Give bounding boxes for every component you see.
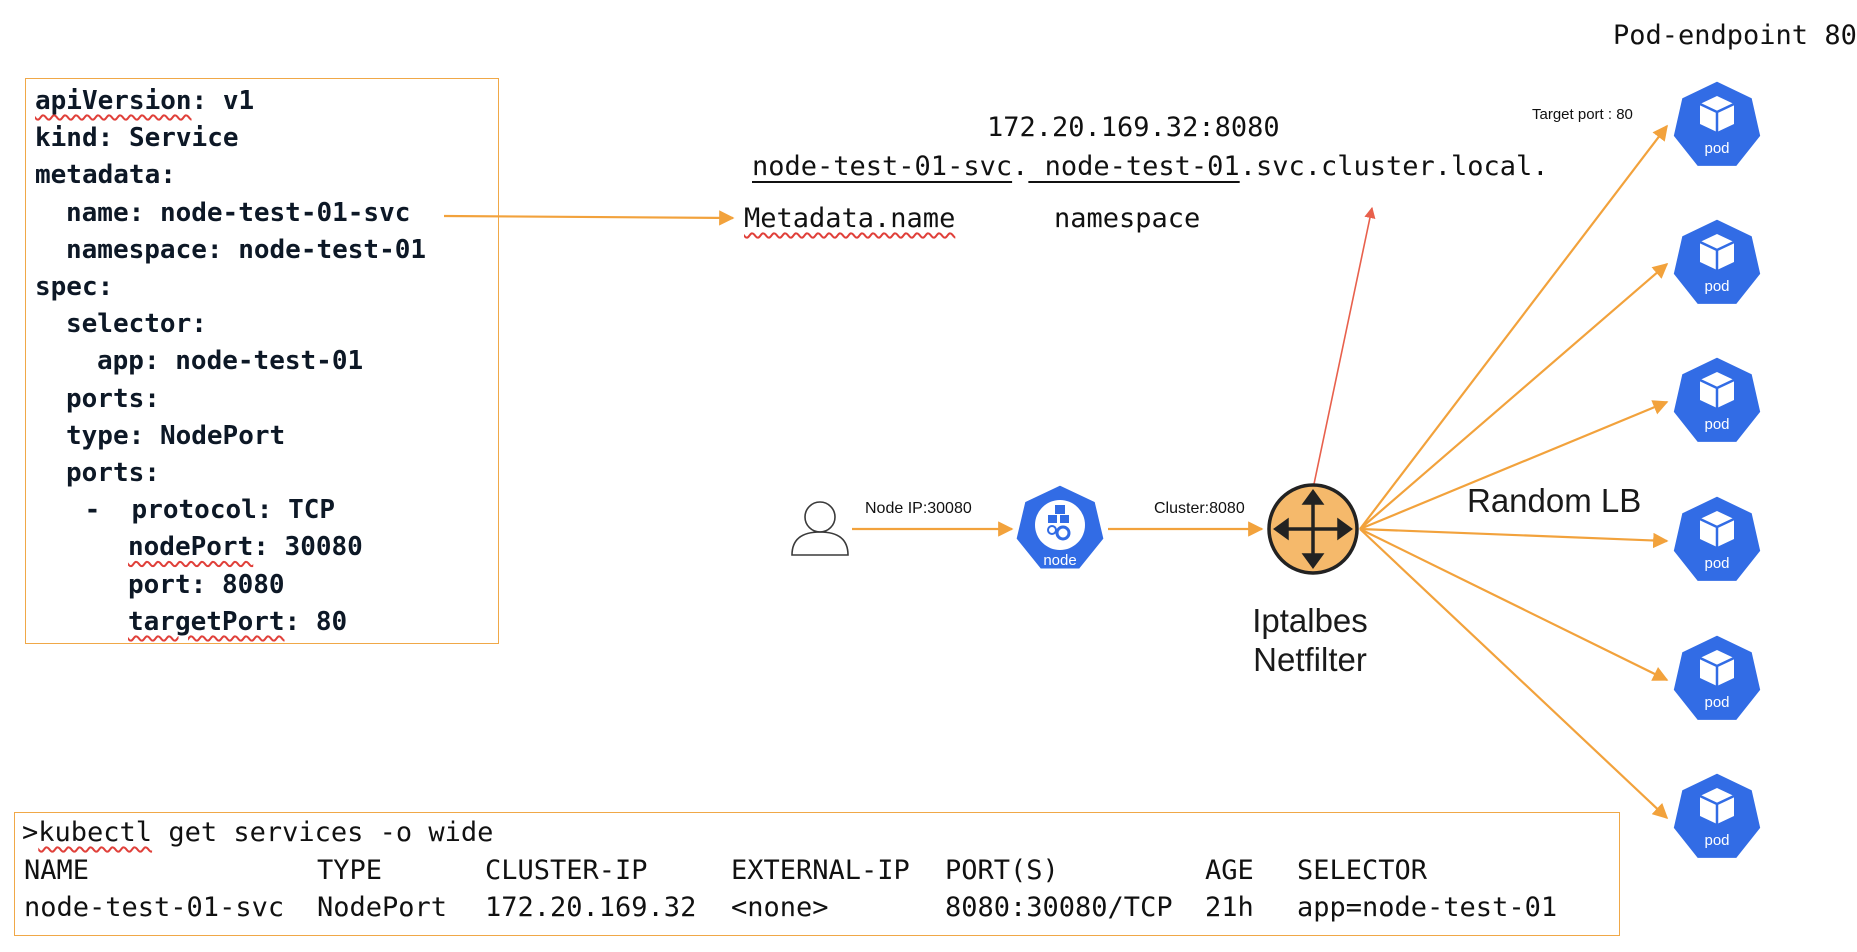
lb-arrow — [1359, 527, 1669, 549]
yaml-manifest-box — [25, 78, 499, 644]
pod-icon: pod — [1670, 632, 1764, 723]
yaml-value: NodePort — [159, 420, 286, 451]
table-cell: 8080:30080/TCP — [945, 892, 1173, 923]
yaml-key: type — [66, 420, 129, 451]
pod-icon: pod — [1670, 493, 1764, 584]
yaml-key: nodePort — [128, 532, 254, 563]
yaml-line: selector: — [66, 309, 207, 340]
table-header-cell: PORT(S) — [945, 855, 1059, 886]
service-dns-name: node-test-01-svc. node-test-01.svc.clust… — [752, 151, 1549, 182]
yaml-value: node-test-01-svc — [159, 197, 411, 228]
pod-column: pod pod pod pod pod pod — [1670, 78, 1764, 861]
yaml-line: targetPort: 80 — [128, 606, 348, 637]
yaml-value: node-test-01 — [175, 346, 364, 377]
lb-arrow — [1359, 400, 1669, 531]
dns-service-part: node-test-01-svc — [752, 151, 1013, 182]
yaml-key: apiVersion — [35, 86, 192, 116]
pod-label: pod — [1704, 278, 1729, 295]
cluster-port-label: Cluster:8080 — [1154, 500, 1245, 517]
target-port-label: Target port : 80 — [1532, 106, 1633, 123]
node-icon-text: node — [1043, 552, 1076, 569]
yaml-key: targetPort — [128, 606, 285, 637]
yaml-line: kind: Service — [35, 123, 239, 154]
yaml-line: ports: — [66, 458, 160, 488]
namespace-label: namespace — [1054, 203, 1201, 234]
yaml-line: spec: — [35, 272, 114, 302]
lb-arrow — [1359, 528, 1669, 681]
table-cell: node-test-01-svc — [24, 892, 285, 923]
yaml-key: selector — [66, 309, 192, 340]
yaml-key: name — [66, 197, 129, 228]
router-icon — [1267, 483, 1359, 575]
table-header-cell: CLUSTER-IP — [485, 855, 648, 886]
metadata-name-label: Metadata.name — [744, 203, 956, 234]
yaml-value: 80 — [315, 606, 348, 637]
yaml-key: ports — [66, 458, 145, 488]
router-label-line2: Netfilter — [1253, 641, 1367, 678]
dns-namespace-part: node-test-01 — [1028, 151, 1240, 182]
table-header-cell: EXTERNAL-IP — [731, 855, 910, 886]
kubectl-command: >kubectl get services -o wide — [22, 817, 494, 848]
pod-icon: pod — [1670, 78, 1764, 169]
table-cell: <none> — [731, 892, 829, 923]
yaml-value: Service — [128, 123, 239, 154]
yaml-line: port: 8080 — [128, 569, 285, 600]
yaml-line: metadata: — [35, 160, 176, 191]
name-to-metadata-arrow — [443, 210, 735, 226]
pod-icon: pod — [1670, 770, 1764, 861]
yaml-key: namespace — [66, 234, 207, 265]
yaml-line: ports: — [66, 383, 160, 414]
yaml-value: 8080 — [221, 569, 285, 600]
table-cell: 172.20.169.32 — [485, 892, 697, 923]
yaml-value: TCP — [288, 495, 336, 526]
lb-arrow — [1359, 528, 1669, 820]
lb-arrows — [1359, 124, 1669, 820]
pod-icon: pod — [1670, 354, 1764, 445]
pod-label: pod — [1704, 694, 1729, 711]
table-cell: app=node-test-01 — [1297, 892, 1558, 923]
yaml-line: app: node-test-01 — [97, 346, 364, 377]
yaml-key: port — [128, 569, 191, 600]
router-label-line1: Iptalbes — [1252, 602, 1368, 639]
table-header-cell: SELECTOR — [1297, 855, 1428, 886]
yaml-key: ports — [66, 383, 145, 414]
yaml-line: nodePort: 30080 — [128, 532, 363, 563]
lb-arrow — [1359, 124, 1668, 530]
yaml-line: type: NodePort — [66, 420, 286, 451]
dns-suffix: .svc.cluster.local. — [1239, 151, 1549, 182]
pod-label: pod — [1704, 140, 1729, 157]
cluster-ip-port: 172.20.169.32:8080 — [987, 112, 1280, 143]
pod-label: pod — [1704, 832, 1729, 849]
lb-arrow — [1359, 262, 1669, 530]
yaml-key: kind — [35, 123, 98, 154]
yaml-line: name: node-test-01-svc — [66, 197, 411, 228]
user-icon — [791, 501, 849, 556]
yaml-value: 30080 — [284, 532, 363, 563]
yaml-key: app — [97, 346, 144, 377]
table-cell: 21h — [1205, 892, 1254, 923]
yaml-value: node-test-01 — [238, 234, 427, 265]
router-to-dns-arrow — [1313, 206, 1376, 485]
node-ip-label: Node IP:30080 — [865, 500, 972, 517]
yaml-line: - protocol: TCP — [84, 495, 336, 526]
dns-dot: . — [1012, 151, 1029, 182]
yaml-key: spec — [35, 272, 98, 302]
pod-endpoint-label: Pod-endpoint 80 — [1613, 20, 1857, 51]
pod-label: pod — [1704, 416, 1729, 433]
yaml-key: metadata — [35, 160, 161, 191]
yaml-key: - protocol — [84, 495, 257, 526]
yaml-line: apiVersion: v1 — [35, 86, 255, 116]
pod-label: pod — [1704, 555, 1729, 572]
table-header-cell: AGE — [1205, 855, 1254, 886]
yaml-value: v1 — [222, 86, 255, 116]
table-header-cell: NAME — [24, 855, 90, 886]
table-header-cell: TYPE — [317, 855, 383, 886]
yaml-line: namespace: node-test-01 — [66, 234, 427, 265]
pod-icon: pod — [1670, 216, 1764, 307]
k8s-node-icon: node — [1013, 482, 1107, 572]
table-cell: NodePort — [317, 892, 448, 923]
random-lb-label: Random LB — [1467, 482, 1642, 519]
kubectl-output-box — [14, 812, 1620, 936]
